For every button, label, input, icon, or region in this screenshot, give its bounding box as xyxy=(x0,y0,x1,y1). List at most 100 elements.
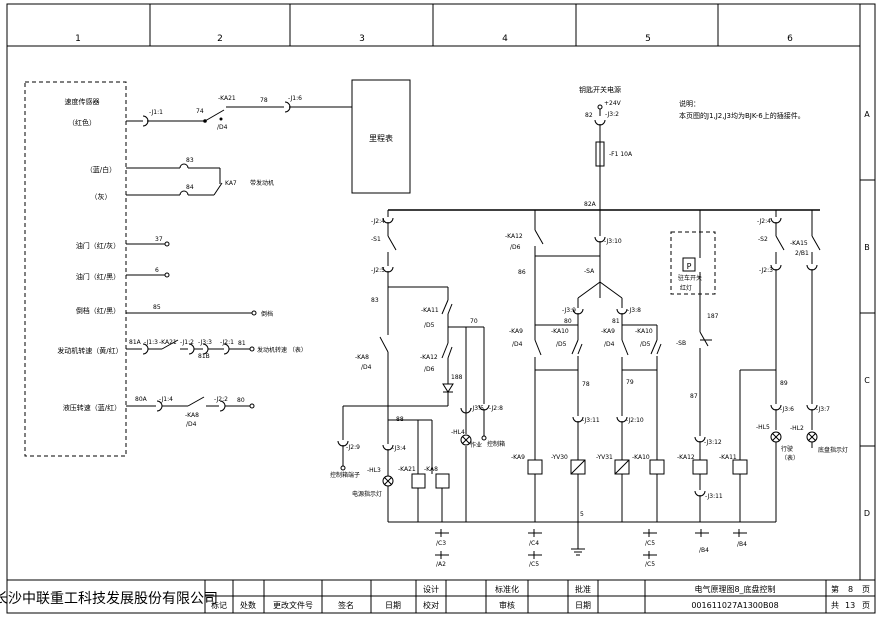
signal-label-blue-white: （蓝/白） xyxy=(86,165,116,174)
wire-number: 187 xyxy=(707,313,719,320)
connector-label: -J3:9 xyxy=(562,307,576,314)
wire-number: 82 xyxy=(585,112,593,119)
ka21-label: -KA21 xyxy=(218,95,236,102)
ka12-top-contact xyxy=(534,229,544,245)
ka9-right-ref: /D4 xyxy=(604,341,615,348)
ref-label: /A2 xyxy=(436,561,446,568)
ka8-main-label: -KA8 xyxy=(355,354,369,361)
ka21-contact xyxy=(204,109,225,122)
ka12-coil xyxy=(692,459,708,475)
ka11-coil xyxy=(732,459,748,475)
sheet-number: 8 xyxy=(848,585,853,594)
connector-label: -J3:7 xyxy=(816,406,830,413)
ka9-left-label: -KA9 xyxy=(509,328,523,335)
revision-header: 更改文件号 xyxy=(273,600,313,610)
drawing-frame xyxy=(6,3,876,614)
connector-label: -J3:3 xyxy=(198,339,212,346)
wire-number: 78 xyxy=(260,97,268,104)
wire-number: 89 xyxy=(780,380,788,387)
drawing-title: 电气原理图8_底盘控制 xyxy=(694,584,775,594)
ka12-coil-label: -KA12 xyxy=(677,454,695,461)
right-branch: -J2:4 -S2 -J2:3 89 -J3:6 -HL5 行驶 （表） -KA… xyxy=(756,210,848,522)
connector-label: -J3:4 xyxy=(392,445,406,452)
revision-header: 标记 xyxy=(211,600,227,610)
ref-label: /C5 xyxy=(645,561,655,568)
left-branch: -J2:4 -S1 -J2:5 83 -KA8 /D4 -KA11 /D5 70… xyxy=(330,210,505,523)
ka21-coil-label: -KA21 xyxy=(398,466,416,473)
wire-number: 81 xyxy=(612,318,620,325)
ka21-ref: /D4 xyxy=(217,124,228,131)
ka8-contact xyxy=(187,396,205,407)
wire-number: 84 xyxy=(186,184,194,191)
speed-sensor-circuit: -J1:1 74 -KA21 /D4 78 -J1:6 里程表 xyxy=(126,79,411,194)
ka7-circuit: 83 84 KA7 带发动机 xyxy=(126,157,274,196)
engine-speed-circuit: 81A -J1:3 -KA21 -J1:2 -J3:3 81B -J2:1 81… xyxy=(126,339,307,360)
ka11-contact xyxy=(441,299,449,315)
middle-branch: -KA12 /D6 86 -J3:10 -SA -J3:9 -J3:8 80 8… xyxy=(466,210,776,556)
ka10-coil-label: -KA10 xyxy=(632,454,650,461)
s1-label: -S1 xyxy=(371,236,381,243)
ka9-coil-label: -KA9 xyxy=(511,454,525,461)
ka9-right-label: -KA9 xyxy=(601,328,615,335)
ka9-coil xyxy=(527,459,543,475)
signal-labels: 速度传感器 （红色） （蓝/白） （灰） 油门（红/灰） 油门（红/黑） 倒档（… xyxy=(57,97,122,412)
ka10-right-ref: /D5 xyxy=(640,341,651,348)
connector-label: -J2:4 xyxy=(371,218,385,225)
wire-number: 81A xyxy=(129,339,142,346)
wire-number: 70 xyxy=(470,318,478,325)
sheet-label-prefix: 第 xyxy=(831,584,839,594)
parking-switch-note: 驻车开关 xyxy=(678,274,702,282)
hl5-note: 行驶 xyxy=(781,445,793,453)
sa-label: -SA xyxy=(584,268,595,275)
ka8-ref: /D4 xyxy=(186,421,197,428)
signal-label-engine-speed: 发动机转速（黄/红） xyxy=(57,346,122,355)
signal-connector-panel xyxy=(24,81,127,457)
parking-switch-letter: P xyxy=(687,262,692,271)
connector-label: -J3:5 xyxy=(470,405,484,412)
control-terminal: 控制箱端子 xyxy=(330,471,360,479)
wire-number: 81B xyxy=(198,353,210,360)
ka8-coil xyxy=(435,473,450,489)
power-supply: 钥匙开关电源 +24V 82 -J3:2 -F1 10A 82A xyxy=(388,85,820,211)
ref-label: /C5 xyxy=(645,540,655,547)
wire-number: 79 xyxy=(626,379,634,386)
ref-label: /B4 xyxy=(699,547,709,554)
ka12-ref: /D6 xyxy=(424,366,435,373)
ka10-coil xyxy=(649,459,665,475)
column-label: 2 xyxy=(217,34,223,44)
ref-label: /C5 xyxy=(529,561,539,568)
hl4-note: 作业 xyxy=(470,441,482,449)
ka11-coil-label: -KA11 xyxy=(719,454,737,461)
hl5-label: -HL5 xyxy=(756,424,770,431)
signal-label-reverse: 倒档（红/黑） xyxy=(76,306,120,315)
column-label: 3 xyxy=(359,34,365,44)
ka10-left-ref: /D5 xyxy=(556,341,567,348)
company-name: 长沙中联重工科技发展股份有限公司 xyxy=(0,591,218,607)
connector-label: -J3:12 xyxy=(704,439,722,446)
throttle-lines: 37 6 85 倒档 xyxy=(126,236,273,318)
ka11-ref: /D5 xyxy=(424,322,435,329)
hydraulic-speed-circuit: 80A -J1:4 -KA8 /D4 -J2:2 80 xyxy=(126,396,255,428)
wire-number: 80 xyxy=(237,397,245,404)
signal-label-grey: （灰） xyxy=(91,192,112,201)
supply-voltage: +24V xyxy=(604,100,622,107)
signal-label-hydraulic-speed: 液压转速（蓝/红） xyxy=(63,403,121,412)
diode xyxy=(442,383,454,393)
connector-label: -J3:8 xyxy=(627,307,641,314)
bus-label: 82A xyxy=(584,201,597,208)
signal-label-throttle-2: 油门（红/黑） xyxy=(76,272,120,281)
connector-label: -J3:11 xyxy=(705,493,723,500)
ka21-coil xyxy=(411,473,426,489)
wire-number: 5 xyxy=(580,511,584,518)
ka12-label: -KA12 xyxy=(420,354,438,361)
s2-switch xyxy=(775,235,785,251)
parking-switch-note-2: 红灯 xyxy=(680,284,692,292)
wire-number: 85 xyxy=(153,304,161,311)
wire-number: 78 xyxy=(582,381,590,388)
date-label: 日期 xyxy=(575,601,591,610)
signal-label-throttle-1: 油门（红/灰） xyxy=(76,241,120,250)
hl2-label: -HL2 xyxy=(790,425,804,432)
control-box: 控制箱 xyxy=(487,440,505,448)
